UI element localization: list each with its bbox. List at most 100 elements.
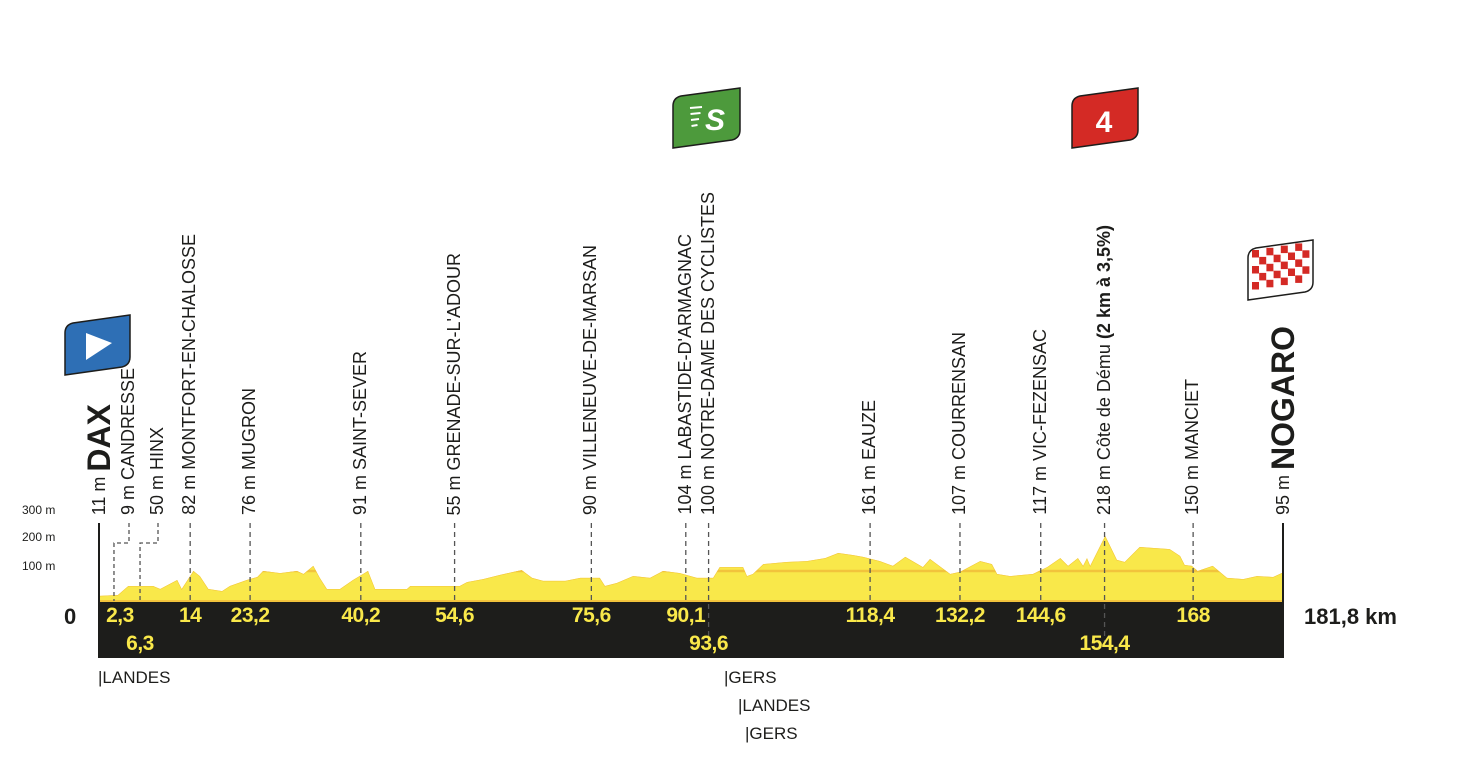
sprint-letter: S	[705, 104, 725, 137]
sprint-icon	[672, 87, 741, 149]
place-name: GRENADE-SUR-L'ADOUR	[443, 252, 464, 470]
place-altitude: 95 m	[1273, 469, 1293, 515]
checker-square	[1259, 256, 1267, 265]
speed-line-icon	[690, 118, 700, 121]
place-altitude: 117 m	[1029, 461, 1050, 515]
place-label: 100 m NOTRE-DAME DES CYCLISTES	[698, 192, 718, 515]
department-label: |LANDES	[98, 668, 171, 687]
place-leader-line	[139, 523, 159, 601]
checker-square	[1295, 243, 1303, 251]
place-label: 107 m COURRENSAN	[949, 332, 969, 515]
km-marker-label: 168	[1176, 604, 1210, 627]
km-marker-label: 93,6	[689, 632, 729, 655]
place-name: EAUZE	[859, 399, 880, 460]
km-marker-label: 14	[178, 604, 202, 627]
x-origin-label: 0	[64, 604, 77, 629]
place-label: 218 m Côte de Dému (2 km à 3,5%)	[1094, 225, 1114, 515]
place-label: 161 m EAUZE	[859, 400, 879, 515]
place-name: DAX	[81, 403, 117, 472]
checker-square	[1288, 252, 1295, 260]
checker-square	[1280, 245, 1288, 254]
checker-square	[1259, 272, 1267, 281]
place-name: MUGRON	[239, 387, 260, 470]
place-label: 90 m VILLENEUVE-DE-MARSAN	[580, 245, 600, 515]
place-label: 91 m SAINT-SEVER	[350, 351, 370, 515]
place-name: MANCIET	[1182, 378, 1203, 460]
place-name: HINX	[147, 426, 167, 470]
place-name: CANDRESSE	[118, 367, 138, 480]
place-label: 50 m HINX	[147, 427, 167, 515]
y-tick-label: 100 m	[22, 559, 56, 573]
finish-flag-icon	[1247, 239, 1314, 301]
km-marker-label: 40,2	[341, 604, 381, 627]
place-altitude: 104 m	[674, 459, 695, 515]
km-marker-label: 75,6	[571, 604, 611, 627]
checker-square	[1266, 263, 1274, 272]
place-name: NOGARO	[1265, 325, 1301, 470]
place-label: 76 m MUGRON	[239, 388, 259, 515]
place-altitude: 218 m	[1093, 459, 1114, 515]
place-name: Côte de Dému	[1093, 343, 1114, 460]
checker-square	[1280, 261, 1288, 270]
km-marker-label: 154,4	[1079, 632, 1131, 655]
elevation-outline	[99, 535, 1283, 598]
place-altitude: 150 m	[1182, 459, 1203, 515]
checker-square	[1273, 270, 1281, 279]
place-altitude: 76 m	[239, 469, 260, 515]
y-tick-label: 300 m	[22, 503, 56, 517]
department-label: |GERS	[745, 724, 798, 743]
place-label: 117 m VIC-FEZENSAC	[1030, 329, 1050, 515]
checker-square	[1280, 277, 1288, 286]
place-altitude: 50 m	[147, 469, 167, 515]
checker-square	[1252, 282, 1259, 290]
elevation-area	[99, 535, 1283, 601]
place-altitude: 107 m	[948, 459, 969, 515]
km-marker-label: 144,6	[1015, 604, 1067, 627]
place-altitude: 100 m	[697, 459, 718, 515]
place-label: 82 m MONTFORT-EN-CHALOSSE	[179, 234, 199, 515]
checker-square	[1252, 266, 1259, 274]
climb-details: (2 km à 3,5%)	[1093, 224, 1114, 344]
km-marker-label: 6,3	[126, 632, 154, 655]
place-label: 104 m LABASTIDE-D'ARMAGNAC	[675, 234, 695, 515]
place-altitude: 82 m	[179, 469, 200, 515]
checker-square	[1295, 275, 1303, 283]
checker-square	[1266, 247, 1274, 256]
km-marker-label: 90,1	[666, 604, 706, 627]
department-label: |GERS	[724, 668, 777, 687]
speed-line-icon	[691, 124, 698, 127]
checker-square	[1302, 250, 1310, 258]
place-label: 9 m CANDRESSE	[118, 368, 138, 515]
climb-category-number: 4	[1096, 106, 1113, 139]
km-marker-label: 2,3	[106, 604, 134, 627]
place-name: VILLENEUVE-DE-MARSAN	[580, 244, 601, 470]
place-label: 55 m GRENADE-SUR-L'ADOUR	[444, 253, 464, 516]
checker-square	[1266, 279, 1274, 288]
speed-line-icon	[689, 106, 703, 109]
place-name: MONTFORT-EN-CHALOSSE	[179, 234, 200, 470]
place-name: SAINT-SEVER	[349, 350, 370, 470]
place-label: 95 m NOGARO	[1265, 325, 1301, 515]
km-marker-label: 132,2	[934, 604, 986, 627]
km-marker-label: 118,4	[845, 604, 895, 627]
place-altitude: 11 m	[89, 471, 109, 515]
checker-square	[1252, 250, 1259, 258]
place-name: VIC-FEZENSAC	[1029, 329, 1050, 462]
distance-band	[99, 602, 1283, 658]
km-marker-label: 54,6	[435, 604, 475, 627]
place-name: COURRENSAN	[948, 331, 969, 460]
place-altitude: 55 m	[443, 469, 464, 515]
department-label: |LANDES	[738, 696, 811, 715]
place-altitude: 90 m	[580, 469, 601, 515]
place-leader-line	[113, 523, 130, 601]
place-name: NOTRE-DAME DES CYCLISTES	[697, 191, 718, 460]
checker-square	[1295, 259, 1303, 267]
checker-square	[1288, 268, 1295, 276]
km-marker-label: 23,2	[230, 604, 270, 627]
place-label: 11 m DAX	[81, 403, 117, 515]
checker-square	[1302, 266, 1310, 274]
place-altitude: 161 m	[859, 459, 880, 515]
y-tick-label: 200 m	[22, 530, 56, 544]
place-label: 150 m MANCIET	[1182, 379, 1202, 515]
